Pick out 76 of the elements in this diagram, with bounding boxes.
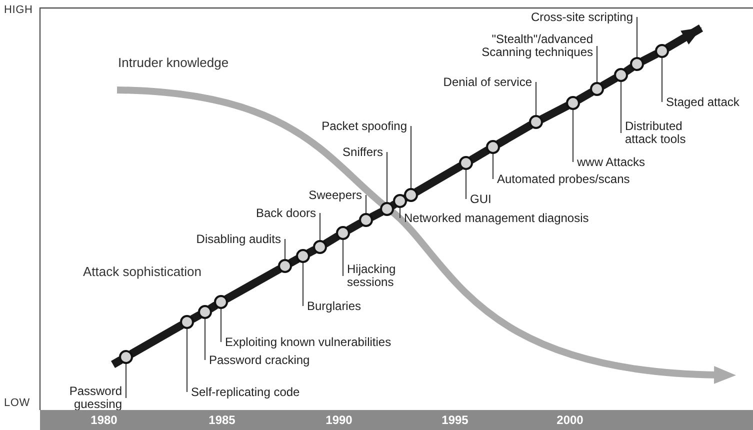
trend-line	[224, 265, 282, 303]
trend-line	[600, 74, 618, 90]
milestone-circle	[459, 156, 473, 170]
milestone-circle	[614, 68, 628, 82]
milestone-circle	[359, 213, 373, 227]
milestone-circle	[296, 249, 310, 263]
trend-arrow	[665, 24, 704, 52]
attack-label: GUI	[470, 193, 492, 206]
trend-line	[469, 146, 490, 164]
attack-label: Packet spoofing	[322, 120, 407, 133]
attack-label: Exploiting known vulnerabilities	[225, 336, 392, 349]
attack-label: Disabling audits	[196, 233, 281, 246]
leader-line	[342, 238, 344, 276]
milestone-circle	[336, 226, 350, 240]
milestone-circle	[655, 44, 669, 58]
attack-label: "Stealth"/advanced Scanning techniques	[468, 33, 593, 59]
attack-label: Hijacking sessions	[347, 263, 407, 289]
leader-line	[410, 126, 412, 190]
trend-line	[346, 219, 363, 234]
attack-label: Password guessing	[62, 385, 122, 411]
milestone-circle	[404, 188, 418, 202]
trend-line	[414, 162, 463, 196]
year-label: 2000	[556, 413, 584, 427]
attack-label: Cross-site scripting	[530, 11, 633, 24]
attack-label: Networked management diagnosis	[404, 212, 589, 225]
year-label: 1990	[326, 413, 352, 427]
attack-label: Burglaries	[307, 300, 362, 313]
leader-line	[492, 152, 494, 180]
attack-label: Denial of service	[443, 76, 532, 89]
attack-label: Sniffers	[342, 146, 383, 159]
year-label: 1985	[208, 413, 236, 427]
year-label: 1995	[442, 413, 468, 427]
leader-line	[572, 108, 574, 162]
milestone-circle	[278, 259, 292, 273]
curve-label: Intruder knowledge	[118, 55, 229, 70]
attack-label: Sweepers	[308, 189, 362, 202]
leader-line	[204, 318, 206, 360]
attack-label: Back doors	[256, 207, 316, 220]
trend-line	[323, 232, 340, 248]
milestone-circle	[393, 194, 407, 208]
milestone-circle	[119, 350, 133, 364]
axis-label: LOW	[4, 397, 30, 409]
trend-line	[369, 208, 384, 221]
milestone-circle	[198, 305, 212, 319]
attack-label: www Attacks	[577, 156, 646, 169]
attack-label: Password cracking	[209, 354, 310, 367]
trend-line	[129, 322, 184, 358]
leader-line	[636, 16, 638, 58]
leader-line	[620, 80, 622, 134]
leader-line	[596, 46, 598, 84]
milestone-circle	[529, 115, 543, 129]
leader-line	[302, 262, 304, 306]
trend-line	[496, 122, 533, 148]
milestone-circle	[486, 140, 500, 154]
leader-line	[284, 238, 286, 260]
milestone-circle	[590, 82, 604, 96]
trend-label: Attack sophistication	[83, 264, 202, 279]
year-label: 1980	[90, 413, 118, 427]
leader-line	[220, 308, 222, 342]
trend-line	[576, 88, 594, 104]
milestone-circle	[180, 315, 194, 329]
leader-line	[186, 328, 188, 392]
milestone-circle	[380, 202, 394, 216]
trend-line	[640, 50, 659, 65]
leader-line	[386, 152, 388, 204]
milestone-circle	[214, 295, 228, 309]
trend-line	[540, 102, 570, 123]
milestone-circle	[566, 96, 580, 110]
milestone-circle	[630, 57, 644, 71]
trend-line	[111, 356, 123, 368]
attack-label: Automated probes/scans	[497, 173, 630, 186]
attack-label: Self-replicating code	[191, 386, 300, 399]
attack-label: Staged attack	[666, 96, 740, 109]
attack-label: Distributed attack tools	[625, 120, 700, 146]
axis-label: HIGH	[4, 4, 33, 16]
milestone-circle	[313, 240, 327, 254]
